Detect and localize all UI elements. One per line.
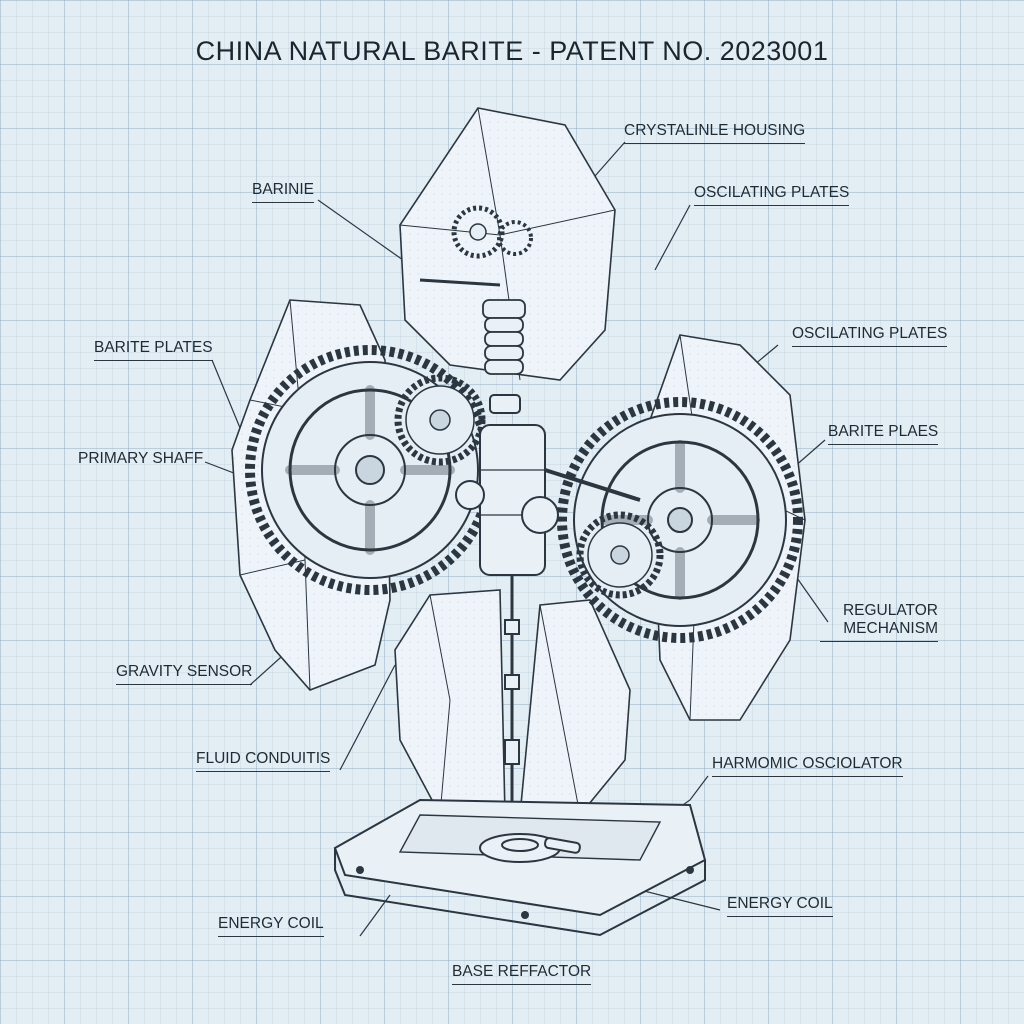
right-small-gear — [576, 511, 664, 599]
label-gravity-sensor: GRAVITY SENSOR — [116, 663, 253, 685]
leader-oscilating-plates-top — [654, 204, 691, 271]
label-harmonic-oscilator: HARMOMIC OSCIOLATOR — [712, 755, 903, 777]
housing-gears — [451, 205, 533, 259]
label-base-reffactor: BASE REFFACTOR — [452, 963, 592, 985]
central-shaft — [419, 278, 641, 810]
left-small-gear — [394, 374, 486, 466]
label-barite-plates-left: BARITE PLATES — [94, 339, 213, 361]
label-barite-plates-right: BARITE PLAES — [828, 423, 939, 445]
base-plate — [333, 798, 707, 937]
label-oscilating-plates-top: OSCILATING PLATES — [694, 184, 850, 206]
label-energy-coil-left: ENERGY COIL — [218, 915, 324, 937]
label-regulator-line2: MECHANISM — [843, 620, 938, 637]
top-crystal-housing — [399, 107, 616, 381]
right-large-gear — [557, 397, 803, 643]
leader-barite-plates-left — [211, 359, 246, 441]
label-energy-coil-right: ENERGY COIL — [727, 895, 833, 917]
label-primary-shaff: PRIMARY SHAFF — [78, 450, 204, 467]
label-oscilating-plates-right: OSCILATING PLATES — [792, 325, 948, 347]
spring-coil — [482, 299, 526, 375]
label-regulator-mechanism: REGULATOR MECHANISM — [820, 602, 938, 642]
label-fluid-conduits: FLUID CONDUITIS — [196, 750, 331, 772]
label-regulator-line1: REGULATOR — [842, 602, 938, 619]
leader-fluid-conduits — [339, 664, 396, 771]
label-crystalline-housing: CRYSTALINLE HOUSING — [624, 122, 806, 144]
diagram-title: CHINA NATURAL BARITE - PATENT NO. 202300… — [195, 36, 829, 66]
left-large-gear — [245, 345, 495, 595]
bottom-crystal — [394, 589, 631, 816]
label-barinie: BARINIE — [252, 181, 315, 203]
